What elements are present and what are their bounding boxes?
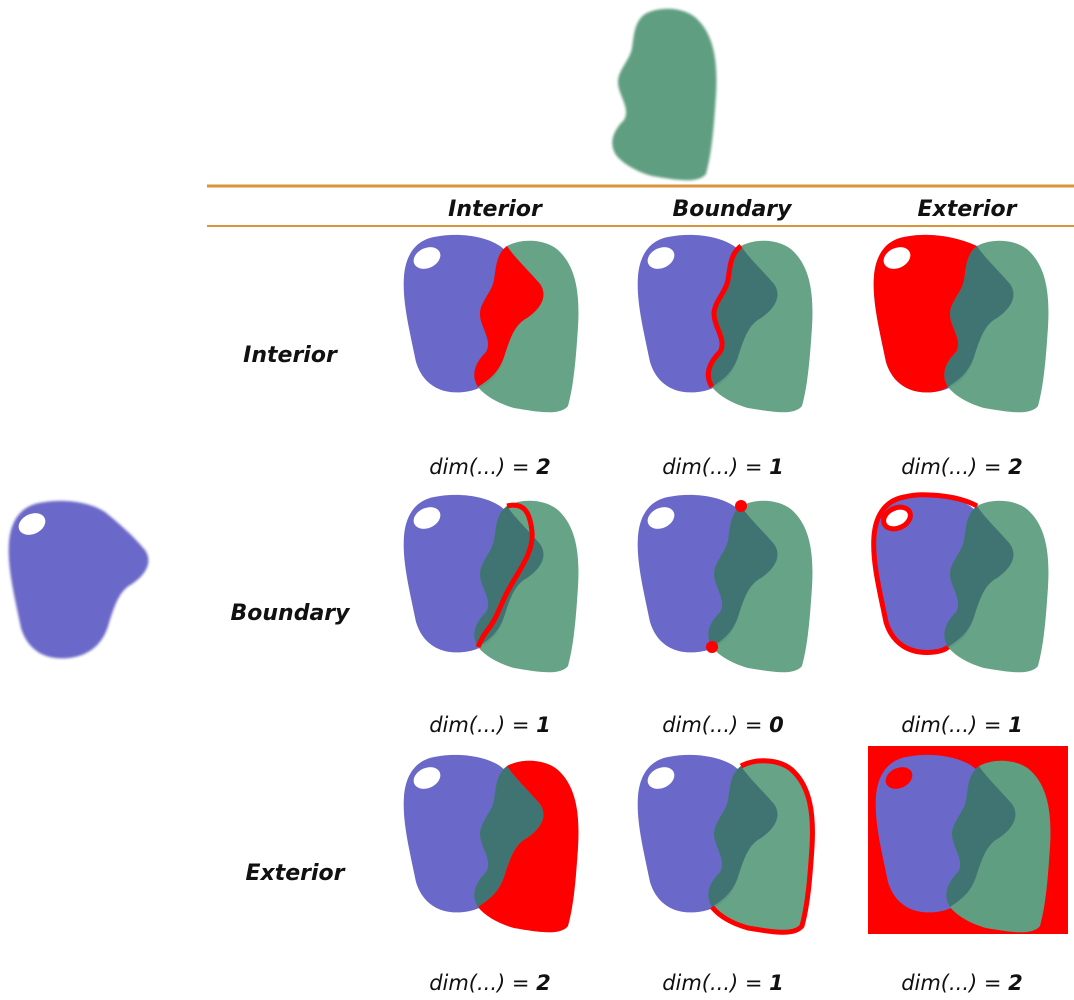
dim-label: dim(...) = 2 — [901, 971, 1023, 995]
dim-label: dim(...) = 2 — [429, 971, 551, 995]
cell-boundary-interior — [404, 495, 579, 673]
shape-a — [8, 500, 149, 659]
cell-boundary-boundary — [638, 495, 813, 672]
dim-label: dim(...) = 2 — [901, 455, 1023, 479]
row-header-boundary: Boundary — [231, 601, 352, 626]
cell-exterior-exterior — [868, 746, 1068, 934]
intersection-point — [735, 500, 747, 512]
row-header-interior: Interior — [243, 343, 338, 368]
dim-label: dim(...) = 1 — [429, 713, 551, 737]
dim-label: dim(...) = 1 — [662, 455, 784, 479]
intersection-point — [706, 641, 718, 653]
dim-label: dim(...) = 1 — [662, 971, 784, 995]
dim-label: dim(...) = 2 — [429, 455, 551, 479]
column-header-boundary: Boundary — [673, 197, 794, 222]
row-header-exterior: Exterior — [245, 861, 345, 886]
cell-interior-boundary — [638, 235, 813, 412]
dim-label: dim(...) = 0 — [662, 713, 784, 737]
cell-interior-exterior — [873, 234, 1049, 412]
cell-interior-interior — [404, 235, 579, 412]
column-header-exterior: Exterior — [917, 197, 1017, 222]
shape-b — [612, 8, 717, 181]
cell-exterior-boundary — [638, 755, 813, 932]
cell-exterior-interior — [404, 755, 579, 933]
dim-label: dim(...) = 1 — [901, 713, 1023, 737]
cell-boundary-exterior — [874, 495, 1049, 673]
column-header-interior: Interior — [448, 197, 543, 222]
